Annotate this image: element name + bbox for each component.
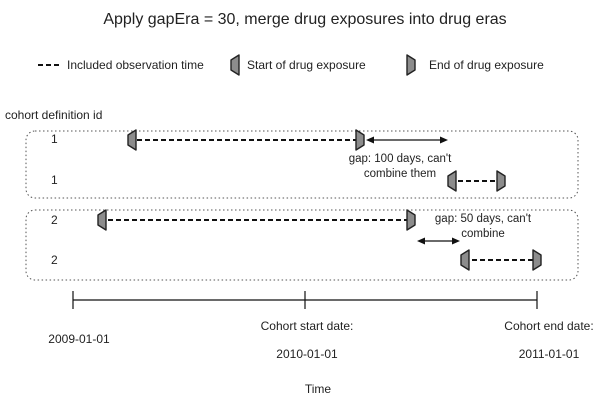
group-1-gap-note-line-2: combine them [364,168,436,180]
start-exposure-marker-icon [97,209,107,231]
y-axis-label: cohort definition id [5,108,102,122]
group-1-border [25,130,579,199]
diagram-title: Apply gapEra = 30, merge drug exposures … [103,11,506,28]
cohort-start-caption: Cohort start date: [261,319,354,333]
legend-end-exposure-label: End of drug exposure [429,58,544,72]
cohort-group-2: 2 2 gap: 50 days, can't combine [25,209,579,281]
group-2-row-2-exposure [460,249,542,271]
legend-start-marker-icon [230,54,240,76]
group-1-row-1-exposure [127,129,365,151]
legend-end-marker-icon [406,54,416,76]
legend: Included observation time Start of drug … [38,54,544,76]
legend-start-exposure-label: Start of drug exposure [247,58,366,72]
cohort-end-caption: Cohort end date: [504,319,593,333]
timeline-tick-date-2011: 2011-01-01 [519,347,580,361]
start-exposure-marker-icon [447,170,457,192]
cohort-group-1: 1 1 gap: 100 days, can't combine them [25,129,579,199]
end-exposure-marker-icon [355,129,365,151]
group-1-row-2-exposure [447,170,506,192]
group-1-row-2-label: 1 [51,173,58,187]
start-exposure-marker-icon [460,249,470,271]
group-2-gap-note-line-2: combine [461,228,504,240]
group-2-gap-arrow [417,237,460,245]
legend-included-observation-label: Included observation time [67,58,204,72]
group-2-border [25,209,579,281]
group-1-gap-note-line-1: gap: 100 days, can't [349,153,452,165]
timeline-tick-date-2009: 2009-01-01 [48,332,110,346]
time-axis-label: Time [305,382,332,396]
end-exposure-marker-icon [406,209,416,231]
group-1-gap-arrow [366,136,448,144]
timeline-tick-date-2010: 2010-01-01 [276,347,338,361]
group-2-row-2-label: 2 [51,253,58,267]
timeline: 2009-01-01 Cohort start date: 2010-01-01… [48,291,594,396]
group-1-row-1-label: 1 [51,132,58,146]
start-exposure-marker-icon [127,129,137,151]
group-2-row-1-label: 2 [51,213,58,227]
end-exposure-marker-icon [532,249,542,271]
group-2-row-1-exposure [97,209,416,231]
end-exposure-marker-icon [496,170,506,192]
group-2-gap-note-line-1: gap: 50 days, can't [435,213,532,225]
